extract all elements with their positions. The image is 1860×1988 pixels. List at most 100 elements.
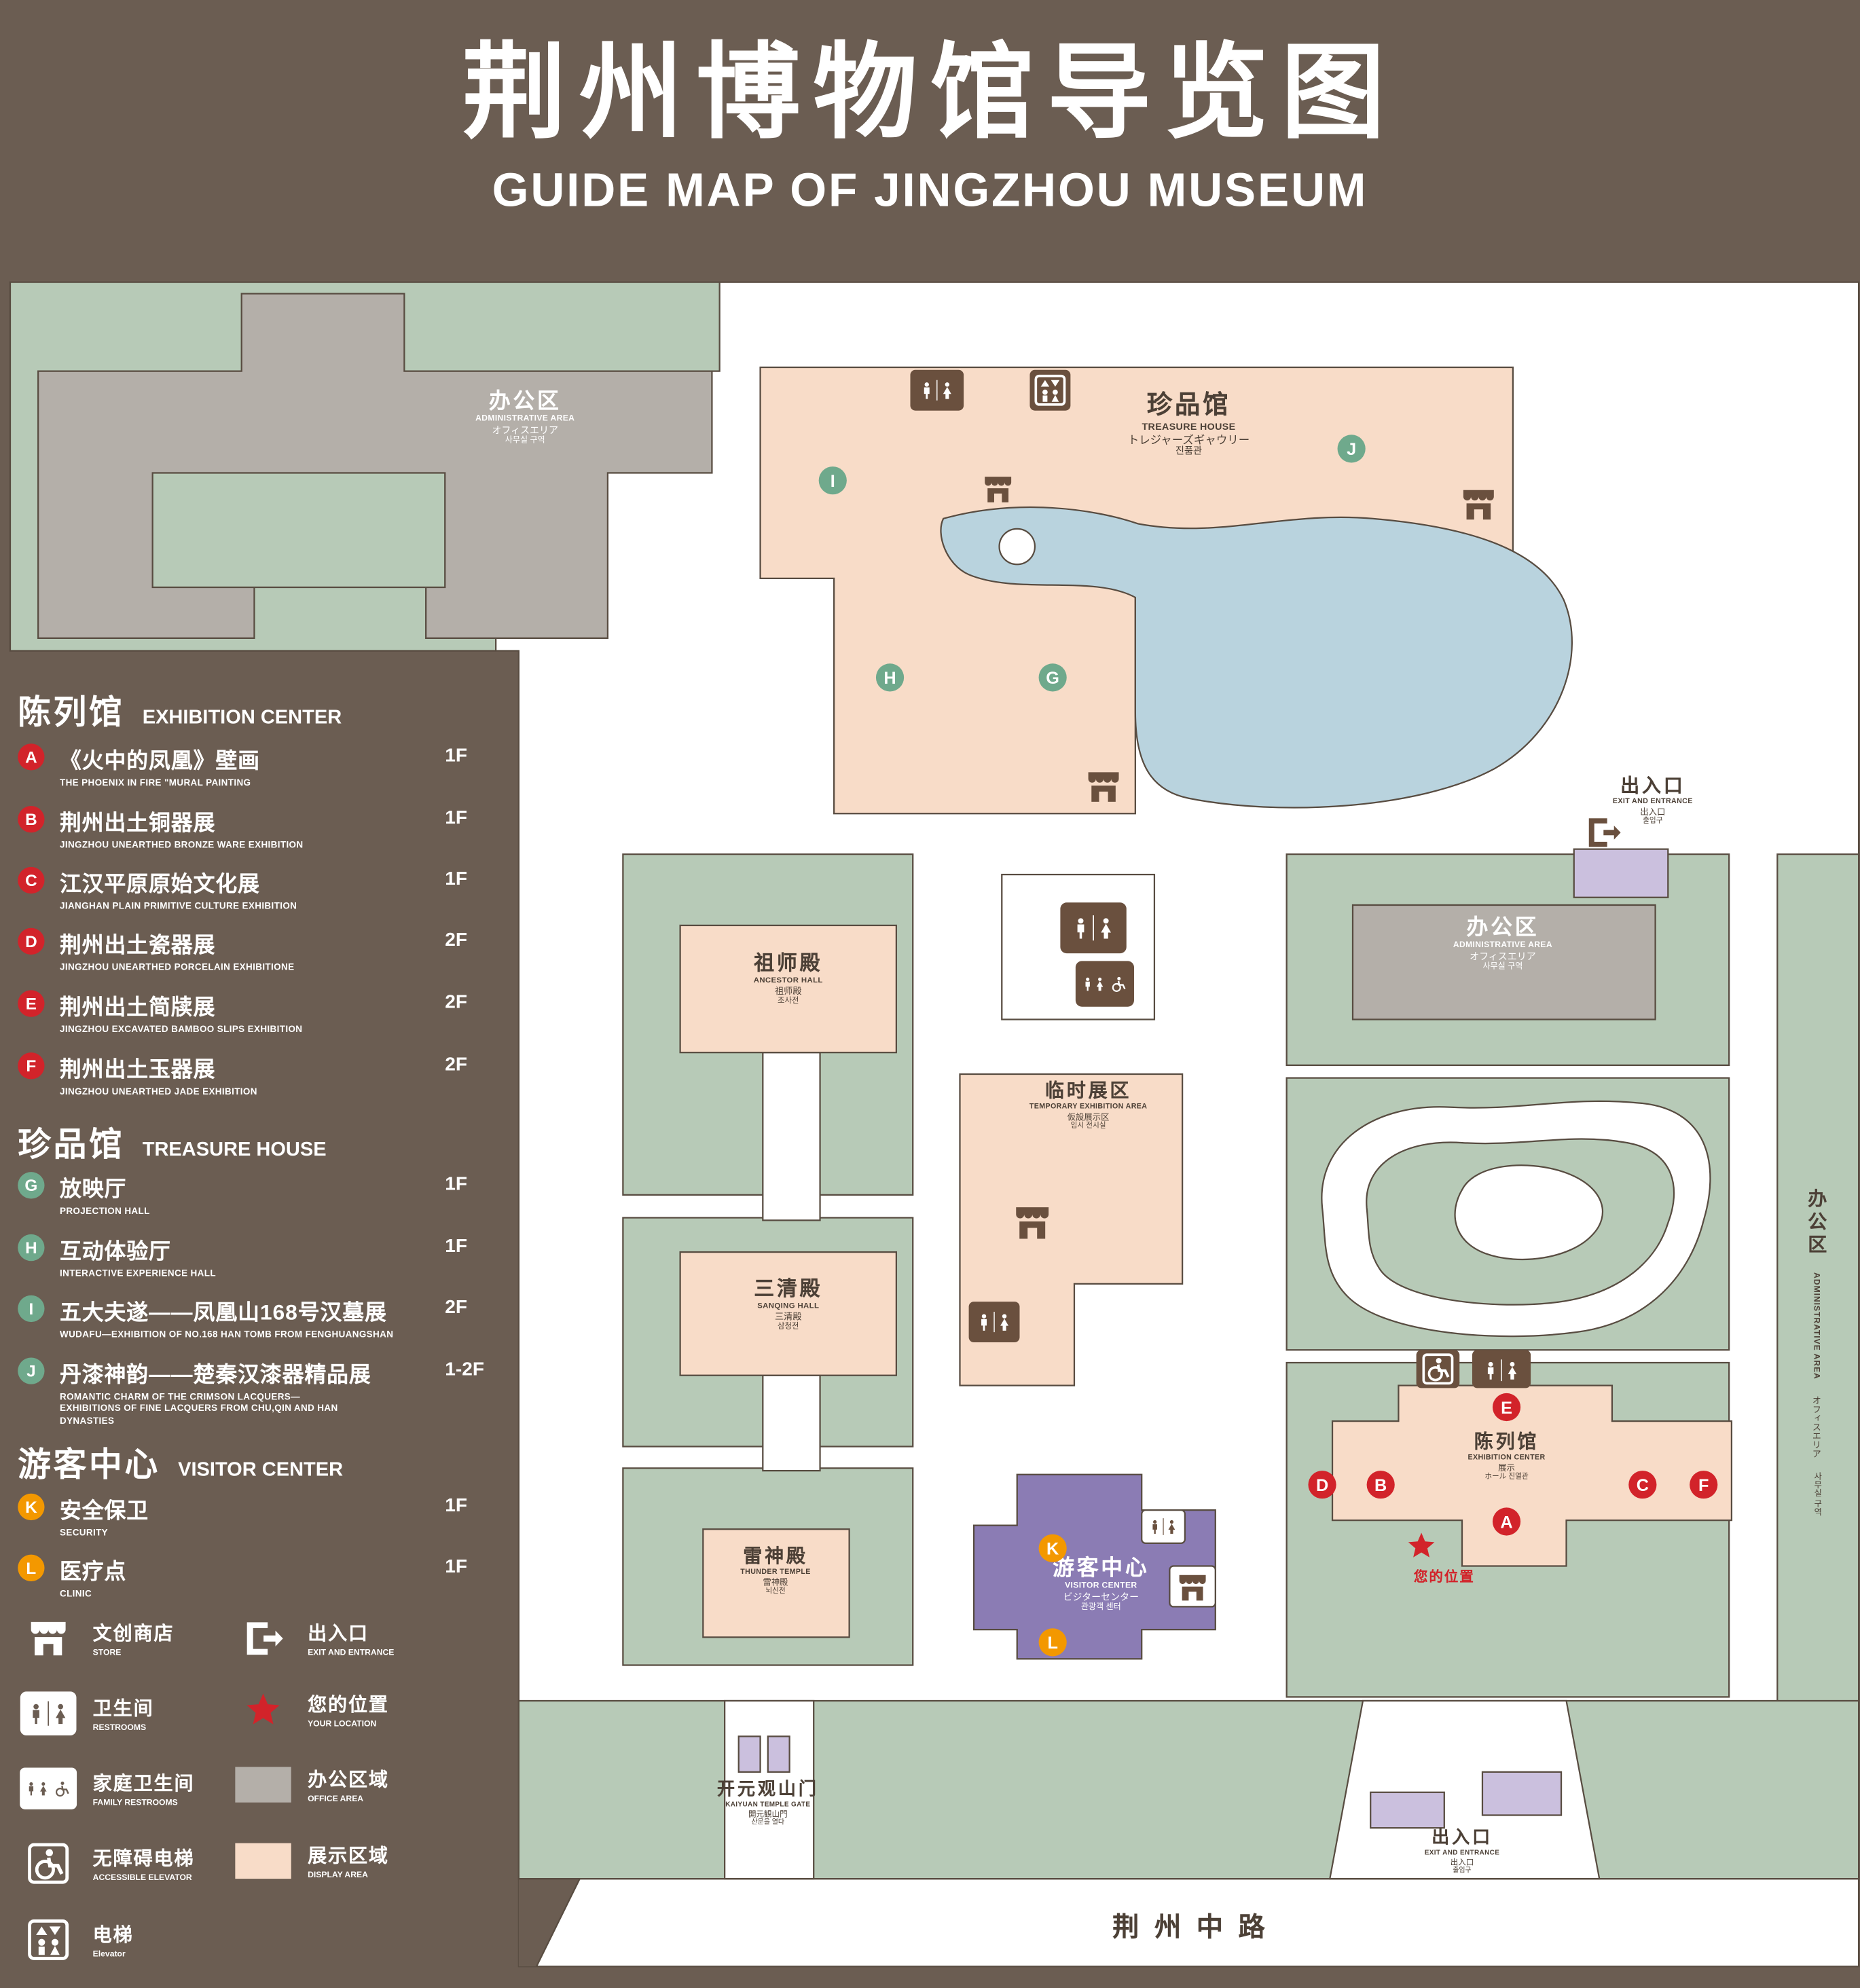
legend-zh: 您的位置 <box>308 1694 389 1716</box>
list-item-l: L 医疗点 CLINIC 1F <box>18 1553 509 1600</box>
en-text: EXHIBITION CENTER <box>1467 1454 1546 1462</box>
building-sanqing-hall <box>679 1251 898 1376</box>
section-title-en: VISITOR CENTER <box>178 1459 344 1481</box>
item-floor: 2F <box>445 1054 468 1075</box>
label-visitor-center: 游客中心 VISITOR CENTER ビジターセンター 관광객 센터 <box>1053 1556 1149 1613</box>
ko-text: 사무실 구역 <box>1811 1471 1821 1515</box>
en-text: ADMINISTRATIVE AREA <box>1811 1272 1821 1380</box>
ko-text: 조사전 <box>778 997 799 1006</box>
item-en: CLINIC <box>59 1587 92 1600</box>
item-zh: 医疗点 <box>59 1560 127 1584</box>
zh-text: 珍品馆 <box>1146 391 1231 420</box>
legend-en: STORE <box>92 1649 122 1658</box>
store-icon <box>18 1617 79 1660</box>
item-floor: 1F <box>445 1173 468 1195</box>
label-thunder-temple: 雷神殿 THUNDER TEMPLE 雷神殿 뇌신전 <box>740 1546 810 1596</box>
ko-text: 출입구 <box>1453 1867 1472 1875</box>
legend-en: DISPLAY AREA <box>308 1871 368 1880</box>
label-kaiyuan-gate: 开元观山门 KAIYUAN TEMPLE GATE 開元観山門 산문을 열다 <box>717 1778 819 1826</box>
road-label: 荆州中路 <box>1112 1913 1281 1943</box>
en-text: THUNDER TEMPLE <box>740 1568 811 1577</box>
label-exit-south: 出入口 EXIT AND ENTRANCE 出入口 출입구 <box>1425 1826 1499 1875</box>
road-corner-wedge <box>518 1879 580 1967</box>
marker-f: F <box>18 1052 45 1080</box>
legend-zh: 电梯 <box>92 1924 134 1947</box>
restroom-icon <box>1141 1509 1186 1544</box>
section-exhibition-center: 陈列馆 EXHIBITION CENTER <box>18 686 342 733</box>
item-floor: 2F <box>445 929 468 951</box>
ko-text: 관광객 센터 <box>1080 1603 1121 1613</box>
legend-en: OFFICE AREA <box>308 1794 364 1804</box>
list-item-d: D 荆州出土瓷器展 JINGZHOU UNEARTHED PORCELAIN E… <box>18 927 509 973</box>
legend-zh: 无障碍电梯 <box>92 1848 195 1870</box>
gate-door-1 <box>737 1735 761 1773</box>
entrance-pad-east <box>1573 848 1669 898</box>
path-corridor-2 <box>762 1374 821 1472</box>
zh-text: 祖师殿 <box>754 953 823 975</box>
marker-g: G <box>18 1172 45 1199</box>
legend-your-location: 您的位置 YOUR LOCATION <box>233 1691 389 1729</box>
en-text: ANCESTOR HALL <box>753 976 823 986</box>
list-item-f: F 荆州出土玉器展 JINGZHOU UNEARTHED JADE EXHIBI… <box>18 1051 509 1097</box>
item-en: WUDAFU—EXHIBITION OF NO.168 HAN TOMB FRO… <box>59 1328 394 1340</box>
legend-en: Elevator <box>92 1949 126 1959</box>
marker-h: H <box>18 1234 45 1262</box>
legend-elevator: 电梯 Elevator <box>18 1918 133 1962</box>
item-zh: 互动体验厅 <box>59 1239 171 1264</box>
map-marker-l: L <box>1038 1628 1067 1657</box>
zh-text: 办公区 <box>1805 1188 1827 1257</box>
legend-exit: 出入口 EXIT AND ENTRANCE <box>233 1617 395 1660</box>
item-en: ROMANTIC CHARM OF THE CRIMSON LACQUERS—E… <box>59 1391 338 1426</box>
section-title-en: TREASURE HOUSE <box>142 1139 327 1161</box>
legend-en: ACCESSIBLE ELEVATOR <box>92 1873 192 1883</box>
section-title-zh: 陈列馆 <box>18 693 125 731</box>
restroom-icon <box>910 369 964 411</box>
legend-en: RESTROOMS <box>92 1723 147 1733</box>
marker-l: L <box>18 1554 45 1581</box>
map-marker-c: C <box>1628 1471 1657 1499</box>
item-floor: 1F <box>445 1235 468 1257</box>
legend-en: FAMILY RESTROOMS <box>92 1799 178 1808</box>
ja-text: オフィスエリア <box>1470 950 1536 962</box>
section-treasure-house: 珍品馆 TREASURE HOUSE <box>18 1119 326 1166</box>
ko-text: 출입구 <box>1643 817 1663 826</box>
ja-text: オフィスエリア <box>1811 1395 1821 1458</box>
label-temporary-exhibition: 临时展区 TEMPORARY EXHIBITION AREA 仮設展示区 임시 … <box>1029 1080 1147 1130</box>
building-admin-northwest <box>37 293 713 639</box>
restroom-icon <box>1060 902 1127 954</box>
ja-text: トレジャーズギャウリー <box>1127 434 1250 447</box>
list-item-h: H 互动体验厅 INTERACTIVE EXPERIENCE HALL 1F <box>18 1233 509 1279</box>
item-floor: 2F <box>445 991 468 1014</box>
legend-en: YOUR LOCATION <box>308 1720 377 1729</box>
item-floor: 2F <box>445 1296 468 1319</box>
legend-zh: 文创商店 <box>92 1623 175 1645</box>
map-marker-i: I <box>818 466 847 495</box>
label-admin-northwest: 办公区 ADMINISTRATIVE AREA オフィスエリア 사무실 구역 <box>475 389 575 445</box>
building-ancestor-hall <box>679 924 898 1054</box>
item-zh: 荆州出土玉器展 <box>59 1057 216 1082</box>
item-floor: 1F <box>445 1494 468 1517</box>
restroom-icon <box>18 1691 79 1736</box>
marker-b: B <box>18 805 45 833</box>
ja-text: 雷神殿 <box>763 1578 788 1587</box>
item-zh: 放映厅 <box>59 1177 127 1202</box>
zh-text: 陈列馆 <box>1474 1431 1539 1453</box>
ko-text: 뇌신전 <box>765 1587 786 1596</box>
item-en: JINGZHOU EXCAVATED BAMBOO SLIPS EXHIBITI… <box>59 1023 303 1035</box>
en-text: TREASURE HOUSE <box>1142 420 1236 432</box>
section-title-zh: 游客中心 <box>18 1445 160 1484</box>
item-en: THE PHOENIX IN FIRE "MURAL PAINTING <box>59 776 251 788</box>
ja-text: オフィスエリア <box>492 424 559 436</box>
item-floor: 1-2F <box>445 1359 485 1381</box>
legend-en: EXIT AND ENTRANCE <box>308 1649 395 1658</box>
item-en: JIANGHAN PLAIN PRIMITIVE CULTURE EXHIBIT… <box>59 900 297 912</box>
ja-text: 開元観山門 <box>748 1809 788 1820</box>
family-restroom-icon <box>1075 961 1134 1007</box>
legend-zh: 出入口 <box>308 1623 369 1645</box>
en-text: KAIYUAN TEMPLE GATE <box>725 1801 811 1809</box>
entrance-pad-south-1 <box>1370 1791 1445 1829</box>
